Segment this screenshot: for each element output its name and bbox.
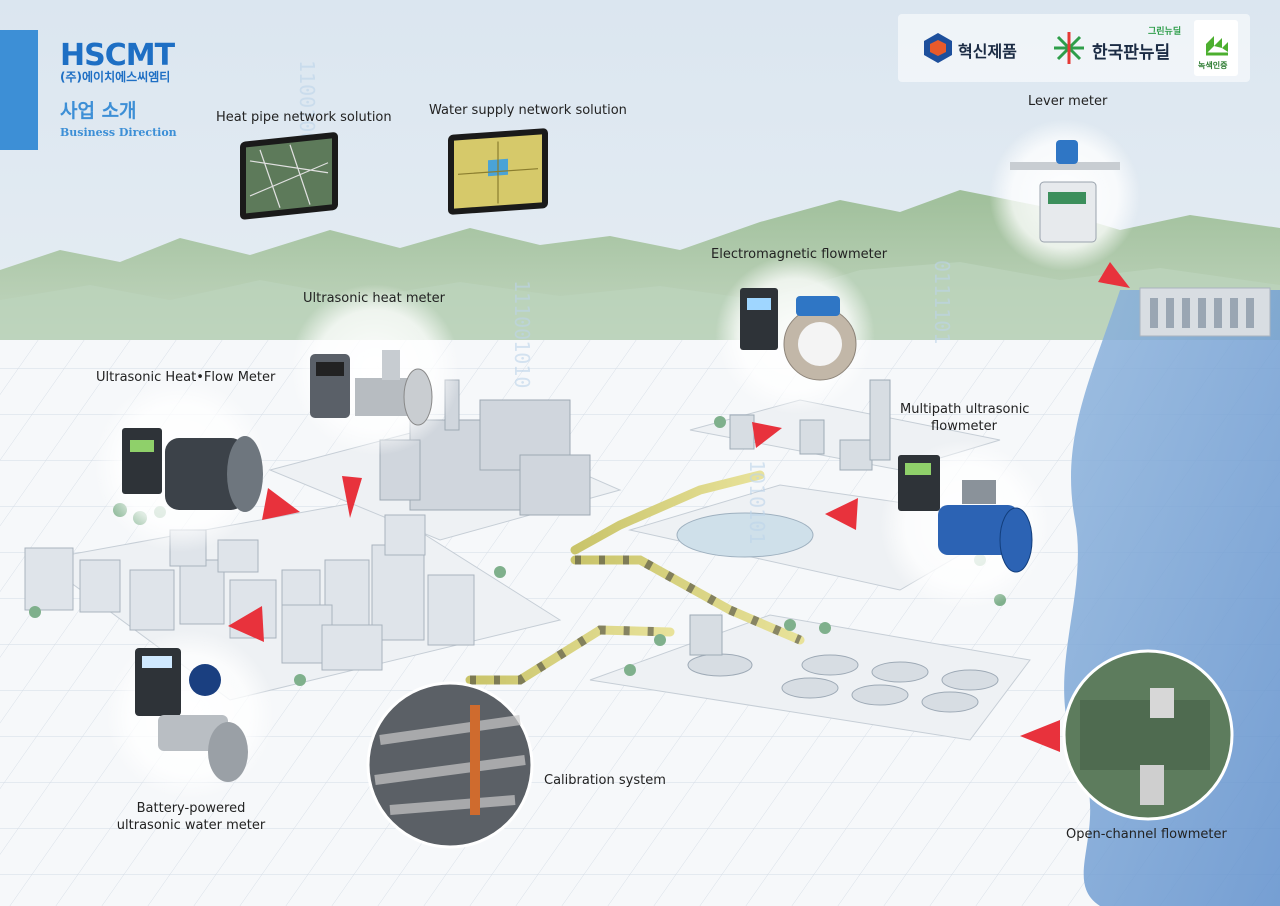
company-name-ko: (주)에이치에스씨엠티 (60, 70, 171, 84)
section-title-ko: 사업 소개 (60, 100, 137, 122)
label-water-supply-network: Water supply network solution (429, 103, 627, 118)
label-multipath-line1: Multipath ultrasonic (900, 402, 1030, 417)
svg-text:1010101: 1010101 (745, 460, 769, 544)
label-ultrasonic-heat-flow-meter: Ultrasonic Heat•Flow Meter (96, 370, 276, 385)
label-calibration-system: Calibration system (544, 773, 666, 788)
label-heat-pipe-network: Heat pipe network solution (216, 110, 392, 125)
company-logo: HSCMT (60, 38, 175, 73)
label-electromagnetic-flowmeter: Electromagnetic flowmeter (711, 247, 888, 262)
svg-text:111001010: 111001010 (510, 280, 534, 388)
certification-badges: 혁신제품 그린뉴딜 한국판뉴딜 녹색인증 (898, 14, 1250, 82)
green-cert-label: 녹색인증 (1198, 61, 1228, 70)
green-cert-leaf-icon (1206, 36, 1228, 56)
new-deal-icon (1054, 32, 1084, 64)
label-battery-line1: Battery-powered (136, 801, 246, 816)
label-open-channel-flowmeter: Open-channel flowmeter (1066, 827, 1227, 842)
innovation-product-label: 혁신제품 (958, 42, 1017, 61)
label-battery-line2: ultrasonic water meter (116, 818, 266, 833)
label-lever-meter: Lever meter (1028, 94, 1108, 109)
green-cert-badge: 녹색인증 (1194, 20, 1238, 76)
svg-text:0111101: 0111101 (930, 260, 954, 344)
section-title-en: Business Direction (60, 126, 177, 139)
innovation-product-icon (924, 33, 952, 63)
label-multipath-line2: flowmeter (931, 419, 997, 434)
korean-new-deal-label: 한국판뉴딜 (1092, 43, 1171, 63)
brand-accent-bar (0, 30, 38, 150)
green-new-deal-label: 그린뉴딜 (1148, 27, 1182, 37)
label-ultrasonic-heat-meter: Ultrasonic heat meter (303, 291, 445, 306)
